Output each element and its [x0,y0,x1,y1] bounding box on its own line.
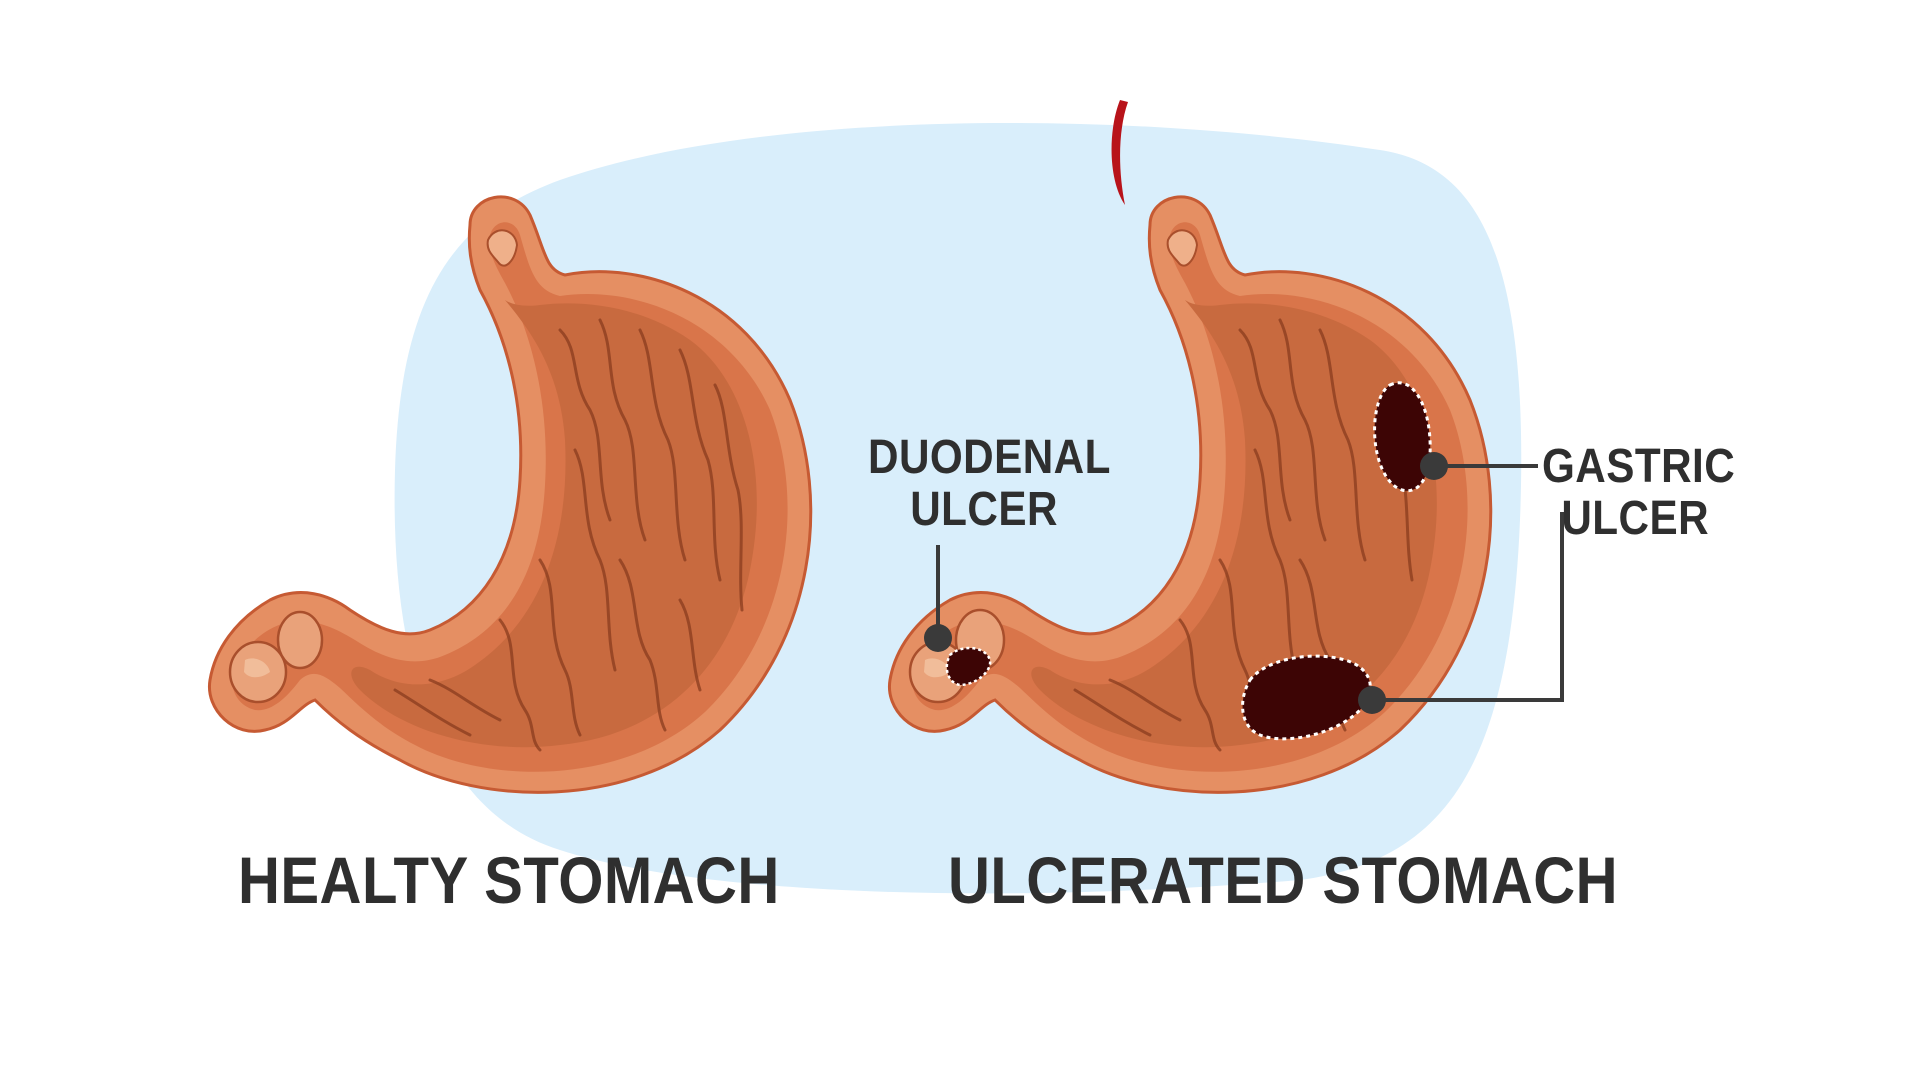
gastric-ulcer-lower [1241,654,1372,741]
duodenal-ulcer [945,646,992,687]
pointer-dots [924,452,1448,714]
ulcerated-esophagus-opening [1166,229,1199,267]
gastric-ulcer-label-line2: ULCER [1561,492,1710,545]
healthy-stomach-lining [351,300,757,748]
duodenal-ulcer-label-line1: DUODENAL [868,431,1111,484]
healthy-pylorus [228,610,324,704]
ulcerated-stomach-lining [1031,300,1437,748]
healthy-stomach-caption: HEALTY STOMACH [238,843,780,917]
gastric-lower-pointer-dot [1358,686,1386,714]
duodenal-ulcer-label-line2: ULCER [910,483,1058,536]
gastric-ulcer-label: GASTRIC ULCER [1542,441,1735,545]
pointer-lines [936,464,1564,702]
healthy-esophagus-opening [486,229,519,267]
gastric-ulcer-label-line1: GASTRIC [1542,440,1736,493]
gastric-upper-pointer-dot [1420,452,1448,480]
red-accent-mark [1111,100,1128,205]
healthy-stomach-rugae [393,318,744,752]
duodenal-pointer-dot [924,624,952,652]
ulcerated-stomach-caption: ULCERATED STOMACH [948,843,1619,917]
ulcerated-stomach [887,195,1493,794]
healthy-stomach [207,195,813,794]
gastric-lower-pointer-line [1372,512,1564,702]
gastric-ulcer-upper [1373,381,1432,493]
duodenal-ulcer-label: DUODENAL ULCER [868,432,1111,536]
